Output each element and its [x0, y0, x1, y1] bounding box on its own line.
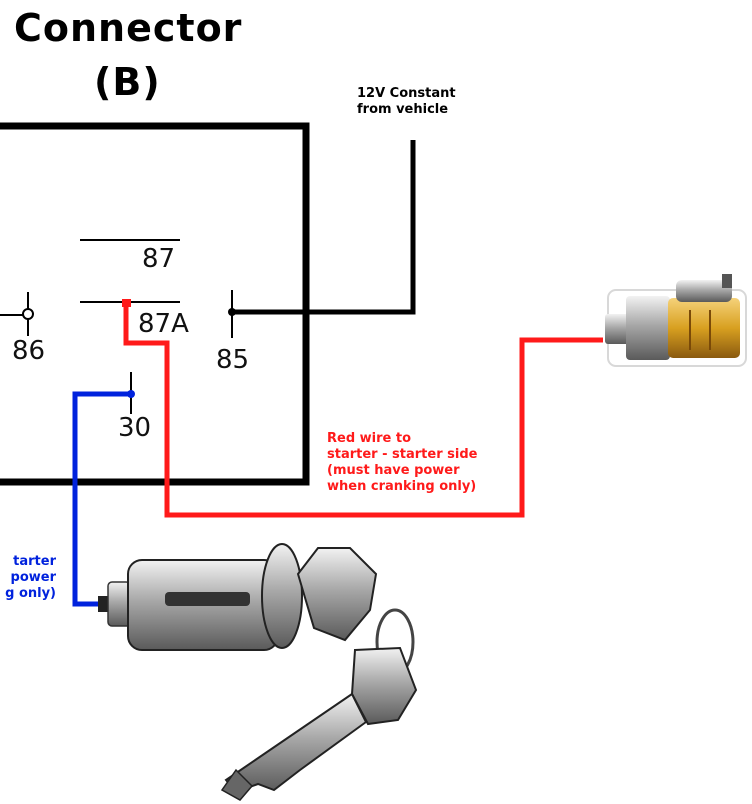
blue-wire-note: tarter power g only) [5, 554, 56, 602]
constant-note-line1: 12V Constant [357, 86, 456, 101]
diagram-title-line2: (B) [94, 60, 161, 104]
pin-86-dot [22, 308, 34, 320]
ignition-switch-with-keys-icon [98, 543, 418, 801]
blue-note-line2: power [10, 570, 56, 585]
relay-housing [0, 122, 310, 486]
red-wire-note: Red wire to starter - starter side (must… [327, 431, 477, 495]
red-note-line3: (must have power [327, 463, 460, 478]
pin-85-label: 85 [216, 345, 249, 375]
red-note-line2: starter - starter side [327, 447, 478, 462]
wire-red-starter [123, 304, 603, 518]
pin-87a-red-marker [122, 299, 131, 307]
blue-note-line3: g only) [5, 586, 56, 601]
wire-blue-ignition [72, 391, 131, 607]
pin-86-label: 86 [12, 336, 45, 366]
red-note-line1: Red wire to [327, 431, 412, 446]
diagram-title-line1: Connector [14, 6, 243, 50]
wire-12v-constant [232, 140, 416, 315]
pin-87a-label: 87A [138, 309, 189, 339]
starter-motor-icon [605, 274, 747, 367]
constant-power-note: 12V Constant from vehicle [357, 86, 456, 118]
pin-87-label: 87 [142, 244, 175, 274]
constant-note-line2: from vehicle [357, 102, 449, 117]
blue-note-line1: tarter [13, 554, 56, 569]
red-note-line4: when cranking only) [327, 479, 477, 494]
pin-30-label: 30 [118, 413, 151, 443]
